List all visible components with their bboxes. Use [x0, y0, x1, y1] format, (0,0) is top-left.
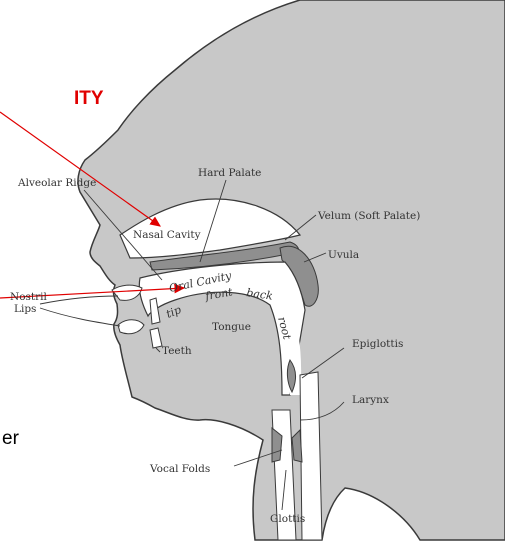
- label-larynx: Larynx: [352, 394, 389, 406]
- label-vocal-folds: Vocal Folds: [149, 463, 210, 475]
- label-epiglottis: Epiglottis: [352, 338, 403, 350]
- stray-text: er: [2, 428, 20, 449]
- label-lips: Lips: [14, 303, 36, 315]
- red-title-fragment: ITY: [74, 88, 104, 109]
- label-nostril: Nostril: [10, 291, 47, 303]
- label-velum: Velum (Soft Palate): [317, 210, 420, 222]
- label-nasal-cavity: Nasal Cavity: [133, 229, 201, 241]
- label-teeth: Teeth: [162, 345, 192, 357]
- label-uvula: Uvula: [328, 249, 359, 261]
- label-alveolar-ridge: Alveolar Ridge: [17, 177, 96, 189]
- label-glottis: Glottis: [270, 513, 305, 525]
- label-hard-palate: Hard Palate: [198, 167, 261, 179]
- label-tongue: Tongue: [212, 321, 251, 333]
